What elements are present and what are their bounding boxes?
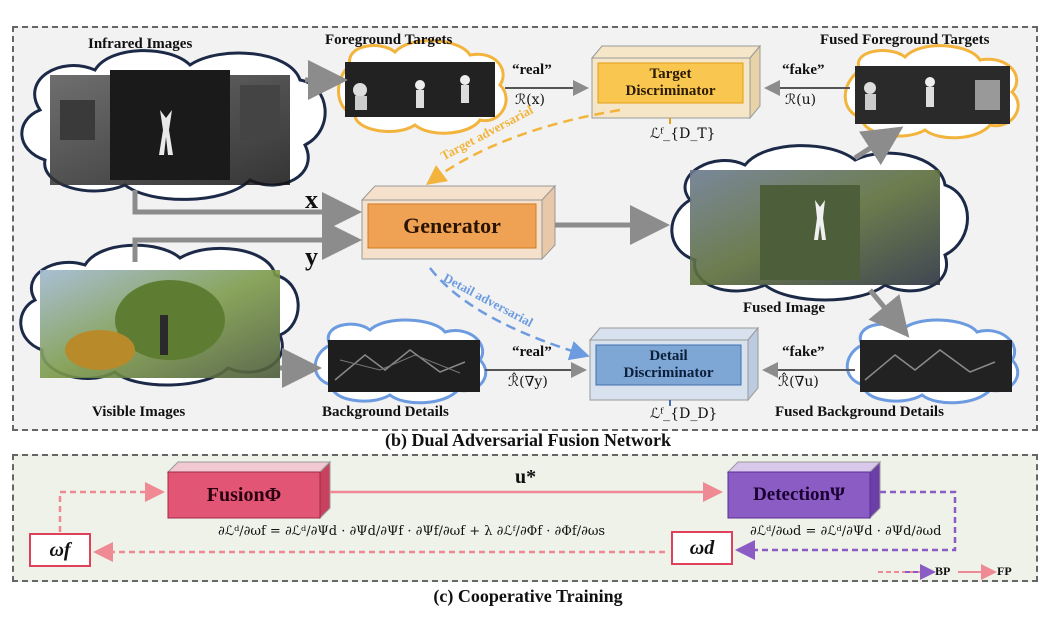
generator-label: Generator: [403, 213, 501, 238]
background-details-label: Background Details: [322, 404, 449, 420]
detail-real-label: “real”: [512, 344, 552, 360]
target-discriminator-line1: Target: [649, 66, 692, 82]
flow-arrows: [132, 60, 910, 388]
fused-image-label: Fused Image: [743, 300, 826, 316]
omega-d-label: ωd: [689, 536, 715, 559]
target-adversarial-arrow: [425, 108, 621, 185]
target-discriminator-box: [590, 44, 762, 120]
detection-label: DetectionΨ: [753, 484, 845, 505]
fusion-label: FusionΦ: [206, 483, 282, 506]
visible-images-cloud: [19, 243, 300, 387]
detail-discriminator-box: [588, 326, 760, 402]
target-fake-function: ℛ(u): [785, 92, 817, 108]
visible-images-label: Visible Images: [92, 404, 186, 420]
background-details-cloud: [313, 318, 488, 405]
detail-fake-function: ℛ̂(∇u): [778, 374, 819, 390]
target-discriminator-label: Target Discriminator: [598, 63, 743, 103]
fused-foreground-targets-label: Fused Foreground Targets: [820, 32, 990, 48]
detail-discriminator-line1: Detail: [649, 348, 688, 364]
target-discriminator-loss: ℒᶠ_{D_T}: [650, 126, 716, 142]
panel-c-caption: (c) Cooperative Training: [433, 586, 623, 606]
detail-discriminator-line2: Discriminator: [623, 365, 714, 381]
detail-discriminator-label: Detail Discriminator: [596, 345, 741, 385]
detail-real-function: ℛ̂(∇y): [508, 374, 548, 390]
omega-f-label: ωf: [49, 538, 71, 561]
target-real-function: ℛ(x): [515, 92, 545, 108]
detection-gradient-equation: ∂ℒᵈ/∂ωd = ∂ℒᵈ/∂Ψd · ∂Ψd/∂ωd: [750, 524, 942, 539]
fused-background-details-label: Fused Background Details: [775, 404, 944, 420]
input-y-label: y: [305, 242, 318, 271]
input-x-label: x: [305, 185, 318, 214]
fused-background-details-cloud: [845, 318, 1020, 405]
fused-image-cloud: [670, 144, 969, 302]
detail-adversarial-arrow: [429, 267, 590, 361]
detail-discriminator-loss: ℒᶠ_{D_D}: [650, 406, 718, 422]
infrared-images-cloud: [20, 49, 327, 201]
generator-box: [360, 184, 557, 261]
u-star-label: u*: [515, 466, 537, 488]
legend-fp-label: FP: [997, 564, 1012, 578]
omega-f-box: [29, 533, 91, 567]
panel-b-caption: (b) Dual Adversarial Fusion Network: [384, 430, 671, 450]
infrared-images-label: Infrared Images: [88, 36, 193, 52]
foreground-targets-label: Foreground Targets: [325, 32, 453, 48]
bp-arrow-to-fusion: [58, 482, 165, 532]
detail-fake-label: “fake”: [782, 344, 825, 360]
fusion-box: [166, 460, 332, 520]
legend-bp-label: BP: [935, 564, 951, 578]
omega-d-box: [671, 531, 733, 565]
target-real-label: “real”: [512, 62, 552, 78]
fusion-gradient-equation: ∂ℒᵈ/∂ωf = ∂ℒᵈ/∂Ψd · ∂Ψd/∂Ψf · ∂Ψf/∂ωf + …: [218, 524, 606, 539]
target-fake-label: “fake”: [782, 62, 825, 78]
discriminator-arrows: [485, 80, 855, 406]
bp-arrow-to-omega-d: [735, 490, 957, 560]
target-discriminator-line2: Discriminator: [625, 83, 716, 99]
foreground-targets-cloud: [337, 39, 508, 135]
detection-box: [726, 460, 882, 520]
fused-foreground-targets-cloud: [843, 44, 1020, 140]
